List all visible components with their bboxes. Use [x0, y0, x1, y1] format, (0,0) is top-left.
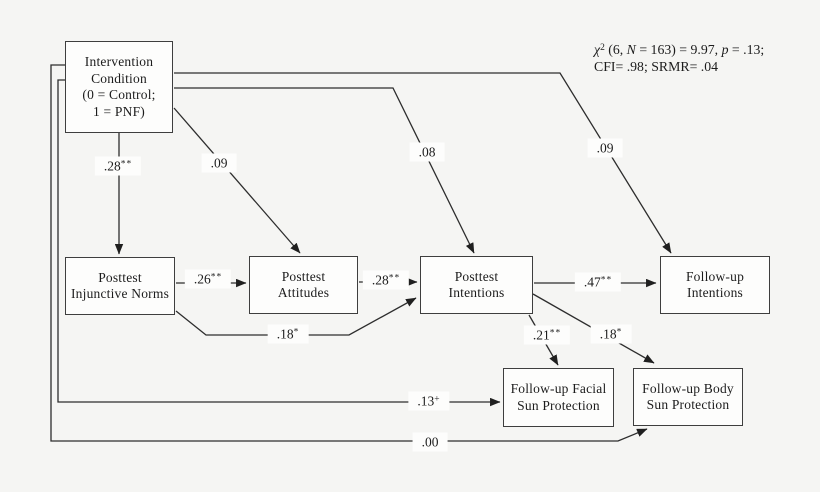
- coef-value: .28: [371, 272, 389, 288]
- arrow-cond-to-fu-intentions: [174, 72, 672, 254]
- node-label-line: Intentions: [448, 285, 505, 300]
- coef-value: .26: [193, 271, 211, 287]
- node-label-line: Posttest: [281, 268, 326, 284]
- node-label-line: Intentions: [687, 285, 743, 300]
- coef-intentions-to-fu-body: .18*: [590, 324, 632, 344]
- node-label-line: Sun Protection: [517, 397, 600, 413]
- arrow-cond-to-intentions: [174, 87, 475, 254]
- n-variable: N: [626, 42, 636, 57]
- fit-statistics-line1: χ2 (6, N = 163) = 9.97, p = .13;: [594, 41, 764, 58]
- fit-statistics-line2: CFI= .98; SRMR= .04: [594, 59, 719, 74]
- coef-cond-to-intentions: .08: [409, 142, 445, 162]
- node-follow-up-facial-sun-protection: Follow-up Facial Sun Protection: [503, 368, 614, 427]
- node-label-line: Follow-up Facial: [510, 381, 607, 396]
- coef-significance: **: [549, 328, 562, 339]
- node-posttest-injunctive-norms: Posttest Injunctive Norms: [65, 257, 175, 315]
- coef-value: .47: [583, 274, 601, 290]
- node-posttest-intentions: Posttest Intentions: [420, 256, 533, 314]
- coef-value: .18: [599, 326, 617, 342]
- coef-value: .09: [596, 140, 614, 156]
- coef-cond-to-fu-intentions: .09: [587, 138, 623, 158]
- coef-cond-to-fu-facial: .13+: [408, 391, 450, 411]
- node-follow-up-intentions: Follow-up Intentions: [660, 256, 770, 314]
- node-label-line: Condition: [91, 70, 147, 86]
- node-posttest-attitudes: Posttest Attitudes: [249, 256, 358, 314]
- node-label-line: (0 = Control;: [82, 87, 156, 102]
- coef-value: .00: [421, 434, 439, 450]
- coef-value: .28: [103, 158, 121, 174]
- chi-exponent: 2: [600, 43, 605, 53]
- fit-text-segment: = .13;: [728, 42, 765, 57]
- p-variable: p: [721, 42, 729, 57]
- coef-attitudes-to-intentions: .28**: [362, 270, 410, 290]
- coef-value: .18: [276, 326, 294, 342]
- coef-significance: **: [388, 273, 401, 284]
- coef-value: .09: [210, 155, 228, 171]
- node-label-line: Sun Protection: [646, 397, 730, 412]
- fit-text-segment: = 163) = 9.97,: [635, 42, 722, 57]
- node-label-line: Posttest: [98, 269, 142, 285]
- node-intervention-condition: Intervention Condition (0 = Control; 1 =…: [65, 41, 173, 133]
- arrow-cond-to-attitudes: [173, 107, 301, 254]
- coef-cond-to-attitudes: .09: [201, 153, 237, 173]
- node-label-line: Follow-up Body: [642, 380, 734, 396]
- node-follow-up-body-sun-protection: Follow-up Body Sun Protection: [633, 368, 743, 426]
- coef-value: .21: [532, 327, 550, 343]
- coef-norms-to-intentions: .18*: [267, 324, 309, 344]
- coef-significance: **: [600, 275, 613, 286]
- node-label-line: 1 = PNF): [93, 103, 145, 119]
- fit-statistics: χ2 (6, N = 163) = 9.97, p = .13; CFI= .9…: [594, 41, 764, 75]
- chi-symbol: χ: [594, 42, 601, 57]
- coef-norms-to-attitudes: .26**: [184, 269, 232, 289]
- coef-cond-to-norms: .28**: [94, 156, 142, 176]
- node-label-line: Injunctive Norms: [70, 286, 170, 301]
- coef-significance: *: [293, 327, 300, 338]
- arrow-cond-to-fu-facial: [57, 79, 501, 407]
- coef-significance: **: [120, 159, 133, 170]
- node-label-line: Follow-up: [685, 268, 745, 284]
- coef-significance: *: [616, 327, 623, 338]
- coef-intentions-to-fu-intentions: .47**: [574, 272, 622, 292]
- node-label-line: Posttest: [454, 268, 499, 284]
- coef-significance: **: [210, 272, 223, 283]
- node-label-line: Intervention: [84, 54, 154, 69]
- coef-value: .08: [418, 144, 436, 160]
- coef-cond-to-fu-body: .00: [412, 432, 448, 452]
- coef-value: .13: [417, 393, 435, 409]
- coef-significance: +: [434, 394, 441, 405]
- arrow-cond-to-fu-body: [50, 64, 648, 442]
- coef-intentions-to-fu-facial: .21**: [523, 325, 571, 345]
- node-label-line: Attitudes: [277, 285, 330, 300]
- fit-text-segment: (6,: [604, 42, 627, 57]
